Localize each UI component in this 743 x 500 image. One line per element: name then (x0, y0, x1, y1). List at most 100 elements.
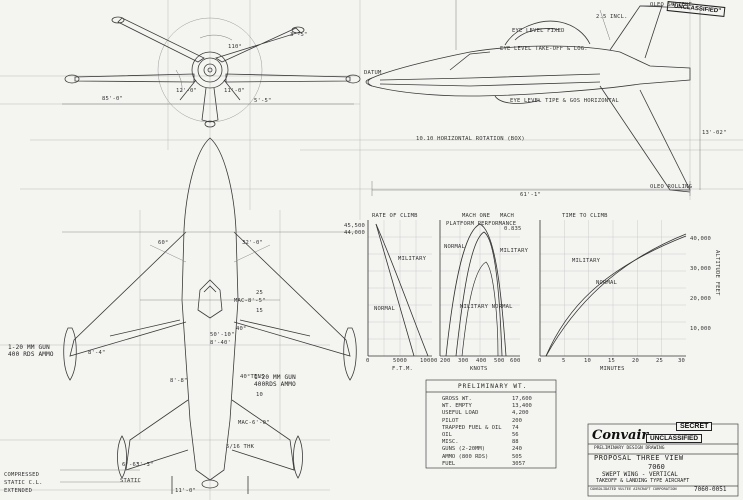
plan-span-dim: 32'-0" (242, 240, 264, 246)
chart3-ytick-3: 10,000 (690, 326, 712, 332)
chart3-xtick-5: 25 (656, 358, 664, 364)
chart3-ytick-0: 40,000 (690, 236, 712, 242)
chart3-ytick-1: 30,000 (690, 266, 712, 272)
weights-row-value: 200 (512, 417, 522, 424)
chart3-ytick-2: 20,000 (690, 296, 712, 302)
weights-row-label: AMMO (800 RDS) (442, 453, 489, 460)
secret-stamp: SECRET (676, 422, 713, 431)
side-eye-takeoff: EYE LEVEL TAKE-OFF & LOG. (500, 46, 588, 52)
gun-label-d: 400RDS AMMO (254, 381, 296, 388)
title-block-frame (587, 423, 739, 497)
tb-line2: PROPOSAL THREE VIEW (594, 454, 684, 462)
chart2-label-e: MILITARY NORMAL (460, 304, 513, 310)
chart1-title: RATE OF CLIMB (372, 213, 418, 219)
plan-dim-11: 11'-0" (175, 488, 197, 494)
chart3-title: TIME TO CLIMB (562, 213, 608, 219)
plan-dim-8: 8'-8" (170, 378, 188, 384)
plan-mac: MAC-8'-5" (234, 298, 266, 304)
gun-label-c: 1-20 MM GUN (254, 374, 296, 381)
plan-dim-3: 3'-3" (136, 462, 154, 468)
chart1-xtick-1: 5000 (393, 358, 408, 364)
tb-line5: TAKEOFF & LANDING TYPE AIRCRAFT (596, 478, 690, 484)
side-eye-tipe: EYE LEVEL TIPE & GOS HORIZONTAL (510, 98, 619, 104)
chart2-xtick-1: 300 (458, 358, 469, 364)
chart3-xlabel: MINUTES (600, 366, 625, 372)
weights-row-label: OIL (442, 432, 452, 438)
chart1-xtick-2: 10000 (420, 358, 438, 364)
plan-mac-small: MAC-6'-0" (238, 420, 270, 426)
chart1-xtick-0: 0 (366, 358, 370, 364)
chart2-xlabel: KNOTS (470, 366, 488, 372)
plan-stab: 5/16 THK (226, 444, 255, 450)
chart2-label-b: 0.835 (504, 226, 522, 232)
front-dim-b: 12'-0" (176, 88, 198, 94)
weights-row-label: WT. EMPTY (442, 403, 472, 410)
static-label: STATIC (120, 478, 142, 484)
chart2-xtick-0: 200 (440, 358, 451, 364)
chart2-title-a: MACH ONE (462, 213, 491, 219)
front-dim-d: 5'-5" (254, 98, 272, 104)
chart2-xtick-4: 600 (510, 358, 521, 364)
weights-row-value: 17,600 (512, 396, 532, 402)
weights-row-value: 4,200 (512, 410, 529, 417)
brand-logo: Convair (592, 428, 649, 443)
weights-row-label: TRAPPED FUEL & OIL (442, 424, 502, 431)
weights-row-value: 505 (512, 453, 522, 460)
weights-row-value: 13,400 (512, 403, 532, 410)
weights-row-value: 3057 (512, 460, 526, 467)
weights-row-value: 56 (512, 432, 519, 438)
plan-dim-25: 25 (256, 290, 264, 296)
chart2-xtick-3: 500 (494, 358, 505, 364)
weights-row-label: GROSS WT. (442, 396, 472, 402)
chart-rate-of-climb (367, 220, 432, 357)
weights-row-value: 74 (512, 424, 519, 431)
chart2-label-a: PLATFORM PERFORMANCE (446, 221, 517, 227)
side-datum: DATUM (364, 70, 382, 76)
chart3-military: MILITARY (572, 258, 601, 264)
chart3-xtick-0: 0 (538, 358, 542, 364)
chart2-label-c: NORMAL (444, 244, 466, 250)
chart3-xtick-2: 10 (584, 358, 592, 364)
side-oleo-bottom: OLEO ROLLING (650, 184, 693, 190)
weights-row-label: MISC. (442, 439, 459, 446)
plan-dim-6: 6'-6" (122, 462, 140, 468)
tb-line3: 7060 (648, 463, 665, 471)
compressed-label: COMPRESSED (4, 472, 40, 478)
weights-row-value: 240 (512, 446, 522, 453)
plan-sweep-b: 40° (236, 326, 247, 332)
weights-table-frame (425, 379, 557, 469)
gun-label-b: 400 RDS AMMO (8, 351, 54, 358)
front-view (64, 16, 361, 128)
chart1-xlabel: F.T.M. (392, 366, 414, 372)
static-cg-label: STATIC C.L. (4, 480, 43, 486)
unclassified-stamp-tb: UNCLASSIFIED (646, 434, 703, 443)
title-block: Convair SECRET UNCLASSIFIED PRELIMINARY … (588, 422, 738, 496)
chart3-normal: NORMAL (596, 280, 618, 286)
plan-fin: 40°TENS (240, 374, 265, 380)
chart2-label-d: MILITARY (500, 248, 529, 254)
side-eye-fixed: EYE LEVEL FIXED (512, 28, 565, 34)
plan-chord-a: 8'-40' (210, 340, 232, 346)
tb-drawing-no: 7060-0051 (694, 486, 727, 493)
side-height-dim: 13'-02" (702, 130, 727, 136)
front-dim-c: 11'-0" (224, 88, 246, 94)
plan-dim-10: 10 (256, 392, 264, 398)
side-wing-incl: 2.5 INCL. (596, 14, 628, 20)
chart1-ytick-1: 44,000 (344, 230, 366, 236)
chart2-title-b: MACH (500, 213, 515, 219)
chart1-ytick-0: 45,500 (344, 223, 366, 229)
plan-sweep-a: 60° (158, 240, 169, 246)
chart3-ylabel: ALTITUDE FEET (714, 250, 720, 296)
chart-speed (439, 220, 520, 357)
plan-chord-root: 50'-10" (210, 332, 235, 338)
side-oleo-top: OLEO SOFTENE (650, 2, 693, 8)
chart2-xtick-2: 400 (476, 358, 487, 364)
extended-label: EXTENDED (4, 488, 33, 494)
plan-chord-b: 8'-4" (88, 350, 106, 356)
front-dim-a: 3'-5" (290, 32, 308, 38)
chart3-xtick-4: 20 (632, 358, 640, 364)
side-length-dim: 61'-1" (520, 192, 542, 198)
